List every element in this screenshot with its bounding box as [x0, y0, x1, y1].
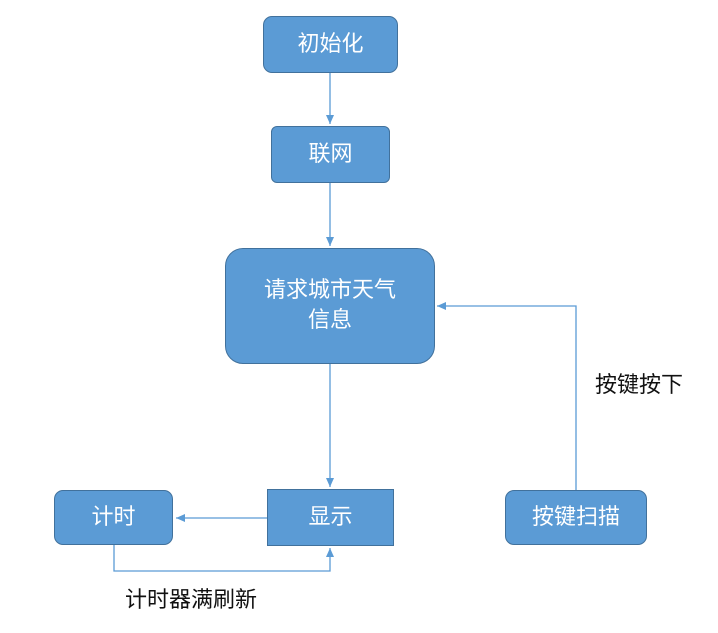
label-timer-refresh: 计时器满刷新: [125, 588, 258, 613]
arrow-timer-to-display: [113, 545, 334, 572]
node-network: 联网: [271, 126, 390, 183]
node-key-scan: 按键扫描: [505, 490, 647, 545]
node-timer: 计时: [54, 490, 173, 545]
label-key-press: 按键按下: [595, 373, 684, 398]
node-init: 初始化: [263, 16, 398, 73]
node-display: 显示: [267, 489, 394, 546]
arrow-keyscan-to-request: [437, 302, 577, 490]
node-request-weather: 请求城市天气 信息: [225, 248, 435, 364]
